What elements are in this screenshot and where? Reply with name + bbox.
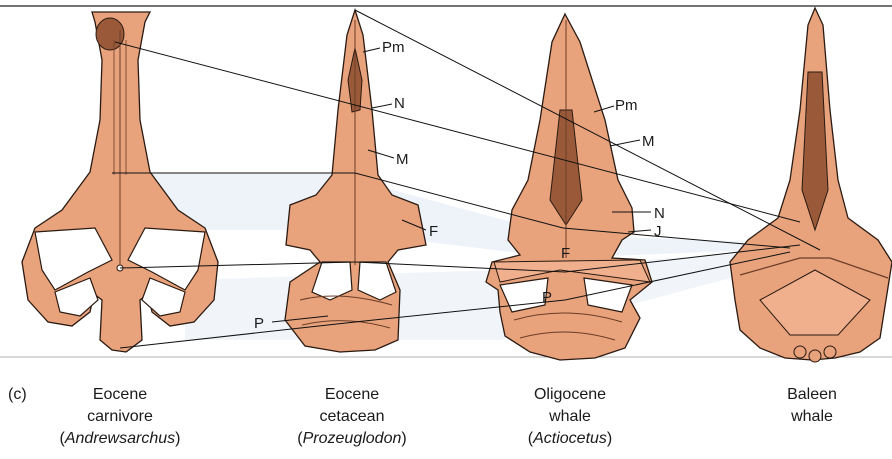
caption-epoch: Oligocene — [490, 384, 650, 406]
label-m-actiocetus: M — [642, 133, 655, 150]
caption-genus: (Andrewsarchus) — [40, 428, 200, 450]
label-f-prozeuglodon: F — [429, 223, 438, 240]
caption-group: whale — [490, 406, 650, 428]
caption-epoch: Eocene — [272, 384, 432, 406]
label-pm-prozeuglodon: Pm — [382, 39, 405, 56]
caption-prozeuglodon: Eocene cetacean (Prozeuglodon) — [272, 384, 432, 450]
label-p-actiocetus: P — [542, 289, 552, 306]
caption-baleen-whale: Baleen whale — [752, 384, 872, 428]
correspondence-band-parietal — [185, 252, 760, 340]
caption-epoch: Baleen — [752, 384, 872, 406]
label-j-actiocetus: J — [654, 223, 662, 240]
skull-actiocetus — [486, 14, 652, 360]
caption-genus: (Prozeuglodon) — [272, 428, 432, 450]
label-p-prozeuglodon: P — [254, 315, 264, 332]
caption-genus: (Actiocetus) — [490, 428, 650, 450]
caption-epoch: Eocene — [40, 384, 200, 406]
caption-actiocetus: Oligocene whale (Actiocetus) — [490, 384, 650, 450]
genus-name: Actiocetus — [533, 430, 607, 447]
label-n-prozeuglodon: N — [394, 95, 405, 112]
skull-baleen-whale — [730, 8, 892, 362]
label-m-prozeuglodon: M — [396, 151, 409, 168]
caption-group: cetacean — [272, 406, 432, 428]
label-f-actiocetus: F — [561, 245, 570, 262]
panel-label: (c) — [8, 384, 27, 406]
genus-name: Andrewsarchus — [65, 430, 175, 447]
genus-name: Prozeuglodon — [303, 430, 402, 447]
label-pm-actiocetus: Pm — [615, 97, 638, 114]
label-n-actiocetus: N — [654, 205, 665, 222]
caption-group: whale — [752, 406, 872, 428]
caption-group: carnivore — [40, 406, 200, 428]
caption-andrewsarchus: Eocene carnivore (Andrewsarchus) — [40, 384, 200, 450]
